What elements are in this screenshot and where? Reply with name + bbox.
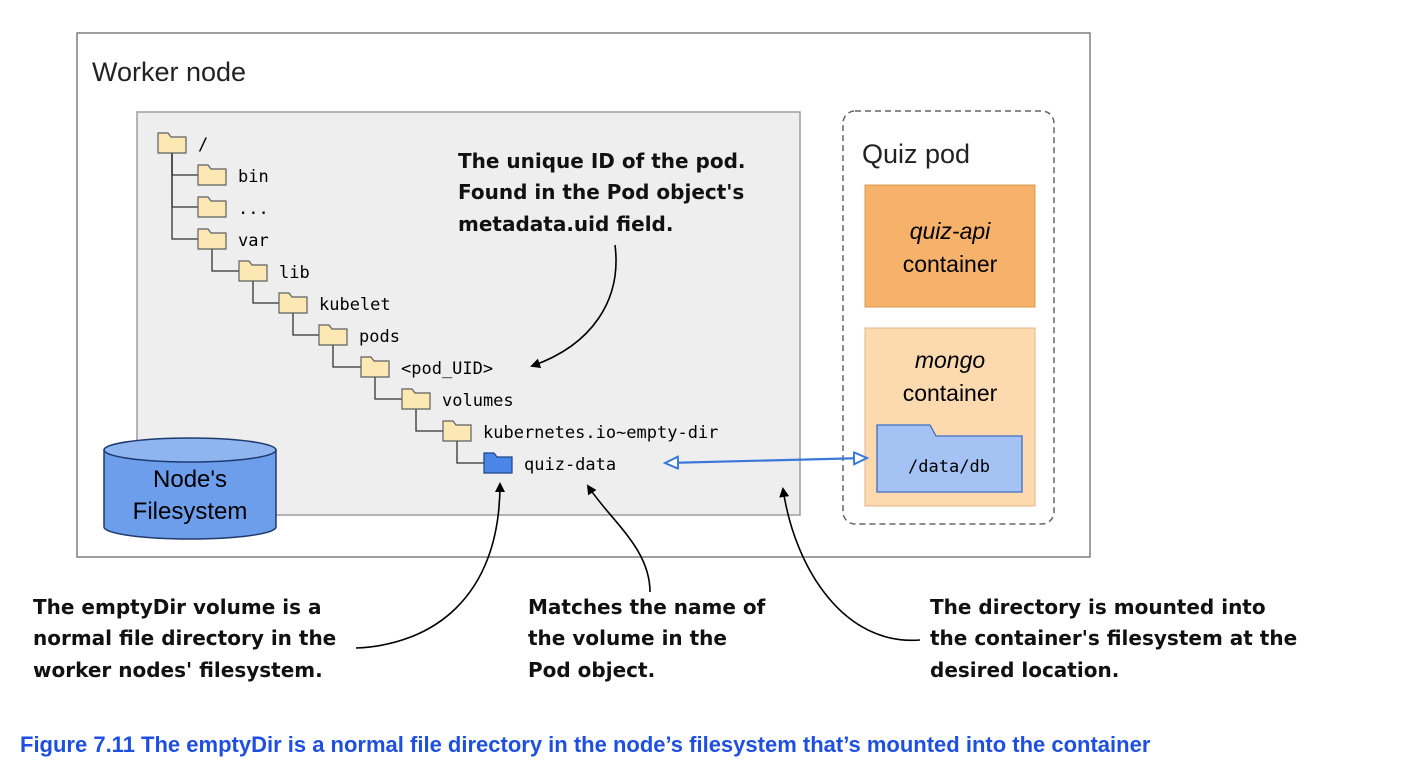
tree-connector	[456, 441, 484, 464]
tree-item-label: kubelet	[319, 295, 391, 315]
tree-item-label: lib	[279, 263, 310, 283]
node-filesystem-label-line2: Filesystem	[133, 498, 248, 525]
quiz-pod-title: Quiz pod	[862, 139, 970, 169]
folder-icon	[238, 260, 268, 282]
emptydir-callout-line3: worker nodes' filesystem.	[33, 658, 323, 682]
folder-icon	[401, 388, 431, 410]
mongo-label: container	[903, 380, 998, 406]
pod-uid-arrow	[530, 244, 617, 369]
tree-connector	[332, 345, 361, 368]
tree-item-label: <pod_UID>	[401, 359, 493, 379]
tree-item-label: kubernetes.io~empty-dir	[483, 423, 718, 443]
node-filesystem-cylinder: Node's Filesystem	[103, 437, 277, 540]
mount-callout-arrow	[779, 487, 921, 641]
worker-node-title: Worker node	[92, 57, 246, 87]
pod-uid-note-line1: The unique ID of the pod.	[458, 149, 746, 173]
folder-icon	[442, 420, 472, 442]
mongo-name: mongo	[915, 347, 986, 373]
folder-icon	[360, 356, 390, 378]
mount-callout-line3: desired location.	[930, 658, 1119, 682]
folder-icon	[318, 324, 348, 346]
figure-caption: Figure 7.11 The emptyDir is a normal fil…	[20, 732, 1151, 757]
folder-icon	[278, 292, 308, 314]
tree-connector	[171, 153, 198, 240]
name-match-callout-line1: Matches the name of	[528, 595, 766, 619]
mount-folder	[876, 424, 1023, 493]
tree-item-label: /	[198, 135, 208, 155]
emptydir-callout-arrow	[355, 482, 505, 649]
tree-item-label: bin	[238, 167, 269, 187]
name-match-callout-line2: the volume in the	[528, 626, 727, 650]
pod-uid-note-line3: metadata.uid field.	[458, 212, 673, 236]
tree-item-label: pods	[359, 327, 400, 347]
quiz-api-container	[864, 184, 1036, 308]
folder-icon	[197, 196, 227, 218]
mount-path-label: /data/db	[908, 457, 990, 477]
tree-item-label: var	[238, 231, 269, 251]
name-match-callout-arrow	[586, 484, 651, 593]
tree-connector	[292, 313, 319, 336]
tree-connector	[211, 249, 239, 272]
tree-connector	[415, 409, 443, 432]
tree-item-label: quiz-data	[524, 455, 616, 475]
pod-uid-note-line2: Found in the Pod object's	[458, 180, 744, 204]
folder-icon	[197, 228, 227, 250]
folder-icon	[197, 164, 227, 186]
name-match-callout-line3: Pod object.	[528, 658, 655, 682]
tree-connector-lines	[171, 153, 484, 464]
tree-connector	[374, 377, 402, 400]
mount-callout-line1: The directory is mounted into	[930, 595, 1266, 619]
emptydir-callout-line1: The emptyDir volume is a	[33, 595, 321, 619]
emptydir-callout-line2: normal file directory in the	[33, 626, 336, 650]
folder-icon-volume	[483, 452, 513, 474]
quiz-api-label: container	[903, 251, 998, 277]
mount-arrow	[666, 458, 866, 463]
node-filesystem-label-line1: Node's	[153, 466, 227, 493]
folder-icon	[157, 132, 187, 154]
tree-connector	[252, 281, 279, 304]
tree-item-label: ...	[238, 199, 269, 219]
mount-callout-line2: the container's filesystem at the	[930, 626, 1297, 650]
quiz-api-name: quiz-api	[910, 218, 991, 244]
tree-item-label: volumes	[442, 391, 514, 411]
